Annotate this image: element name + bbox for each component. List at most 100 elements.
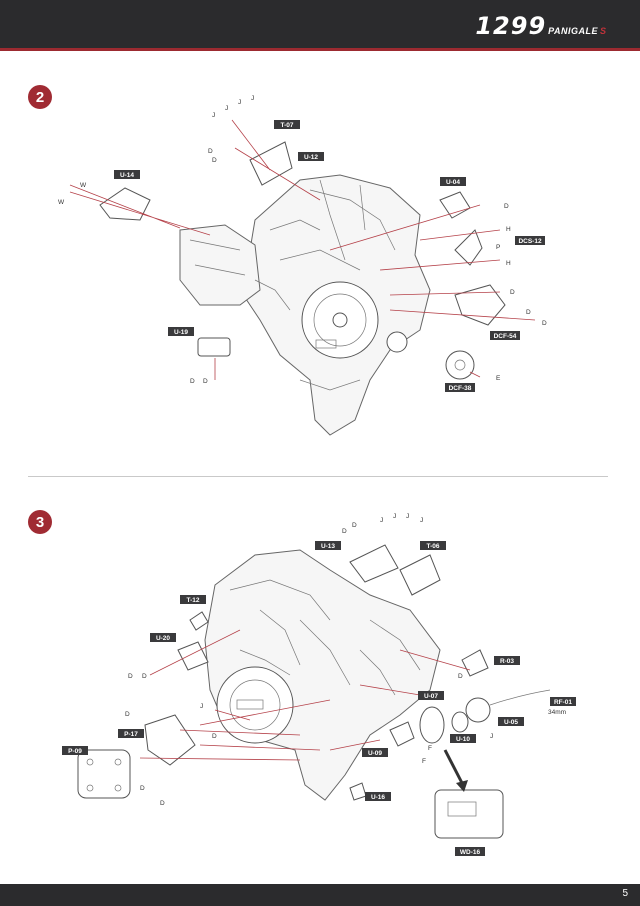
svg-text:F: F: [422, 758, 426, 765]
part-u-10: [451, 711, 469, 733]
brand-model: PANIGALE: [548, 26, 598, 36]
tag-u-10: U-10: [450, 734, 476, 743]
svg-text:DCF-54: DCF-54: [494, 333, 517, 340]
part-bracket-t-12: [189, 611, 209, 631]
svg-text:U-14: U-14: [120, 172, 134, 179]
svg-text:D: D: [125, 711, 130, 718]
svg-text:U-12: U-12: [304, 154, 318, 161]
arrow-indicator: [443, 749, 464, 784]
svg-text:F: F: [428, 745, 432, 752]
brand-number: 1299: [475, 12, 547, 40]
leader-lines: [69, 119, 536, 380]
svg-text:J: J: [490, 733, 493, 740]
svg-text:U-10: U-10: [456, 736, 470, 743]
svg-text:T-06: T-06: [426, 543, 439, 550]
part-dcs-12: [454, 229, 483, 266]
tag-wd-16: WD-16: [455, 847, 485, 856]
svg-text:W: W: [80, 182, 87, 189]
brand-suffix: S: [599, 26, 606, 36]
svg-text:R-03: R-03: [500, 658, 514, 665]
svg-text:D: D: [128, 673, 133, 680]
tag-dcf-54: DCF-54: [490, 331, 520, 340]
part-bracket-u-12: [249, 141, 293, 186]
tag-u-13: U-13: [315, 541, 341, 550]
svg-text:P-17: P-17: [124, 731, 138, 738]
step-3-diagram: U-13 T-06 T-12 U-20 R-03 U-07 RF-01 34mm…: [62, 513, 576, 856]
svg-text:D: D: [212, 157, 217, 164]
svg-text:U-19: U-19: [174, 329, 188, 336]
svg-text:P-09: P-09: [68, 748, 82, 755]
part-u-09: [389, 721, 415, 747]
tag-u-09: U-09: [362, 748, 388, 757]
part-u-13: [349, 544, 399, 583]
svg-text:H: H: [506, 226, 511, 233]
svg-text:U-13: U-13: [321, 543, 335, 550]
step-3-badge: 3: [28, 510, 52, 534]
part-dcf-54: [454, 284, 506, 326]
svg-text:D: D: [140, 785, 145, 792]
tag-rf-01: RF-01: [550, 697, 576, 706]
svg-text:P: P: [496, 244, 500, 251]
svg-text:D: D: [342, 528, 347, 535]
tag-u-04: U-04: [440, 177, 466, 186]
svg-text:J: J: [380, 517, 383, 524]
tag-t-06: T-06: [420, 541, 446, 550]
tag-u-20: U-20: [150, 633, 176, 642]
svg-text:D: D: [208, 148, 213, 155]
svg-text:H: H: [506, 260, 511, 267]
svg-text:T-07: T-07: [280, 122, 293, 129]
step-2-diagram: T-07 U-12 U-14 U-04 DCS-12 U-19 DCF-54 D…: [58, 95, 547, 436]
part-u-19: [197, 337, 231, 357]
tag-p-17: P-17: [118, 729, 144, 738]
part-wd-16: [434, 789, 504, 839]
svg-text:E: E: [496, 375, 501, 382]
tag-dcf-38: DCF-38: [445, 383, 475, 392]
svg-text:J: J: [200, 703, 203, 710]
part-p-17: [144, 714, 196, 766]
svg-text:J: J: [406, 513, 409, 520]
leader-lines: [139, 629, 471, 761]
tag-u-05: U-05: [498, 717, 524, 726]
engine-illustration: [204, 549, 441, 801]
part-sprocket-dcf-38: [445, 350, 475, 380]
svg-text:J: J: [420, 517, 423, 524]
svg-text:D: D: [212, 733, 217, 740]
part-mount-u-14: [99, 187, 151, 221]
svg-text:U-16: U-16: [371, 794, 385, 801]
part-t-06: [399, 554, 441, 596]
tag-dcs-12: DCS-12: [515, 236, 545, 245]
svg-text:J: J: [212, 112, 215, 119]
part-bracket-u-04: [439, 191, 471, 219]
tag-u-12: U-12: [298, 152, 324, 161]
header-bar: 1299 PANIGALE S: [0, 0, 640, 51]
svg-text:U-04: U-04: [446, 179, 460, 186]
size-label: 34mm: [548, 709, 566, 716]
svg-text:T-12: T-12: [186, 597, 199, 604]
part-filter-u-07: [419, 706, 445, 744]
svg-text:U-09: U-09: [368, 750, 382, 757]
tag-r-03: R-03: [494, 656, 520, 665]
engine-illustration: [179, 174, 431, 436]
svg-text:RF-01: RF-01: [554, 699, 572, 706]
tag-p-09: P-09: [62, 746, 88, 755]
section-divider: [28, 476, 608, 477]
svg-text:J: J: [225, 105, 228, 112]
svg-text:J: J: [393, 513, 396, 520]
page-number: 5: [622, 888, 628, 899]
svg-text:U-20: U-20: [156, 635, 170, 642]
brand-logo: 1299 PANIGALE S: [475, 12, 606, 40]
svg-text:D: D: [510, 289, 515, 296]
svg-text:W: W: [58, 199, 65, 206]
part-cover-p-09: [77, 749, 131, 799]
svg-text:J: J: [238, 99, 241, 106]
svg-text:U-07: U-07: [424, 693, 438, 700]
tag-u-16: U-16: [365, 792, 391, 801]
svg-text:D: D: [504, 203, 509, 210]
svg-text:D: D: [160, 800, 165, 807]
part-sensor-u-16: [349, 782, 367, 801]
tag-u-19: U-19: [168, 327, 194, 336]
svg-text:D: D: [526, 309, 531, 316]
svg-text:D: D: [458, 673, 463, 680]
hose-line: [489, 689, 551, 706]
svg-text:WD-16: WD-16: [460, 849, 481, 856]
